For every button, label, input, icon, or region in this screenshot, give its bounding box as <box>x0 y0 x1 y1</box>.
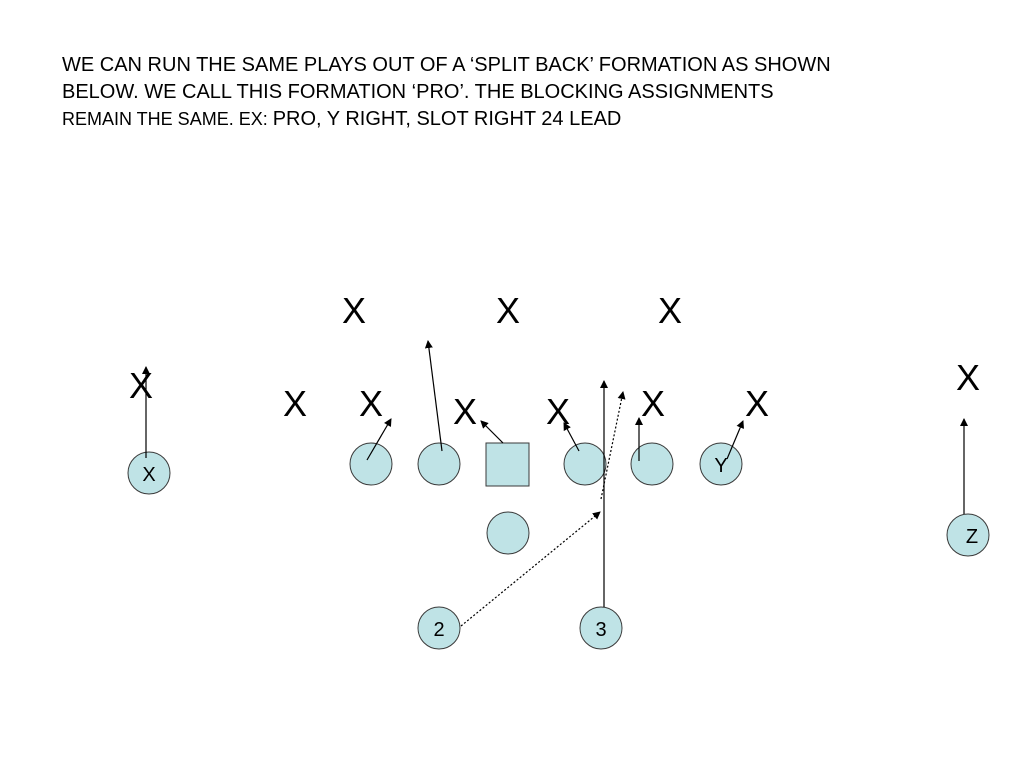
routes <box>142 340 968 627</box>
defender-linebacker-2: X <box>496 290 520 331</box>
defense: X X X X X X X X X X X <box>129 290 980 432</box>
text-line-3-prefix: REMAIN THE SAME. EX: <box>62 109 273 129</box>
player-right-guard <box>563 442 607 486</box>
player-split-end <box>127 451 171 495</box>
label-left-back: 2 <box>433 619 444 641</box>
block-left-guard <box>424 340 443 452</box>
text-line-1: WE CAN RUN THE SAME PLAYS OUT OF A ‘SPLI… <box>62 54 831 76</box>
defender-line-6: X <box>745 383 769 424</box>
slide-text: WE CAN RUN THE SAME PLAYS OUT OF A ‘SPLI… <box>62 52 962 133</box>
player-quarterback <box>486 511 530 555</box>
player-labels: X Y 2 3 Z <box>142 455 978 641</box>
block-left-tackle <box>366 418 392 461</box>
player-center <box>485 442 530 487</box>
player-tight-end <box>699 442 743 486</box>
player-left-guard <box>417 442 461 486</box>
label-right-back: 3 <box>595 619 606 641</box>
defender-linebacker-3: X <box>658 290 682 331</box>
player-left-tackle <box>349 442 393 486</box>
defender-line-3: X <box>453 391 477 432</box>
play-call: PRO, Y RIGHT, SLOT RIGHT 24 LEAD <box>272 108 622 130</box>
offense <box>127 442 990 650</box>
label-flanker: Z <box>966 526 978 548</box>
defender-line-5: X <box>641 383 665 424</box>
defender-line-1: X <box>283 383 307 424</box>
player-flanker <box>946 513 990 557</box>
defender-linebacker-1: X <box>342 290 366 331</box>
label-split-end: X <box>142 464 155 486</box>
player-left-back <box>417 606 461 650</box>
route-qb-pitch <box>460 511 601 627</box>
text-line-2: BELOW. WE CALL THIS FORMATION ‘PRO’. THE… <box>62 81 774 103</box>
label-tight-end: Y <box>714 455 727 477</box>
defender-line-4: X <box>546 391 570 432</box>
block-tight-end <box>726 420 744 460</box>
player-right-back <box>579 606 623 650</box>
player-right-tackle <box>630 442 674 486</box>
defender-corner-right: X <box>956 357 980 398</box>
defender-corner-left: X <box>129 365 153 406</box>
block-center <box>480 420 504 444</box>
defender-line-2: X <box>359 383 383 424</box>
block-right-guard <box>563 422 580 452</box>
